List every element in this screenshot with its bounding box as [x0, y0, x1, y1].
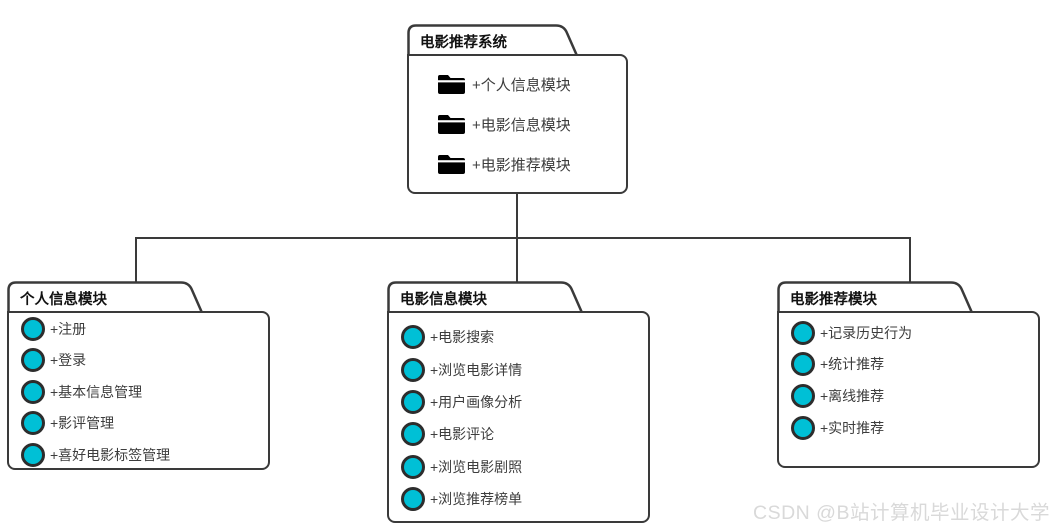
package-title: 个人信息模块 — [20, 292, 107, 308]
item-label: +电影搜索 — [430, 329, 495, 346]
package-item: +电影搜索 — [401, 321, 648, 353]
item-label: +电影信息模块 — [472, 116, 571, 134]
item-label: +用户画像分析 — [430, 393, 523, 410]
package-item: +电影评论 — [401, 418, 648, 450]
circle-icon — [401, 487, 425, 512]
circle-icon — [21, 411, 45, 436]
package-title: 电影推荐模块 — [790, 292, 877, 308]
package-item-list: +注册 +登录 +基本信息管理 +影评管理 +喜好电影标签管理 — [9, 313, 268, 471]
item-label: +基本信息管理 — [50, 383, 143, 400]
folder-icon — [438, 114, 465, 134]
package-item: +个人信息模块 — [438, 64, 626, 104]
package-item: +用户画像分析 — [401, 386, 648, 418]
package-title: 电影推荐系统 — [420, 35, 507, 51]
package-item-list: +电影搜索 +浏览电影详情 +用户画像分析 +电影评论 +浏览电影剧照 +浏览推荐榜单 — [389, 313, 648, 515]
circle-icon — [401, 357, 425, 382]
package-personal-info: 个人信息模块 +注册 +登录 +基本信息管理 +影评管理 +喜好电影标签管理 — [7, 281, 270, 470]
circle-icon — [401, 325, 425, 350]
circle-icon — [401, 389, 425, 414]
package-item: +基本信息管理 — [21, 376, 268, 408]
watermark: CSDN @B站计算机毕业设计大学 — [753, 502, 1050, 524]
package-item-list: +个人信息模块 +电影信息模块 +电影推荐模块 — [409, 56, 626, 184]
package-item: +浏览电影详情 — [401, 353, 648, 385]
package-tab-shape — [7, 281, 205, 315]
item-label: +影评管理 — [50, 415, 115, 432]
package-item: +电影推荐模块 — [438, 144, 626, 184]
item-label: +实时推荐 — [820, 419, 885, 436]
package-movie-recommend: 电影推荐模块 +记录历史行为 +统计推荐 +离线推荐 +实时推荐 — [777, 281, 1040, 468]
circle-icon — [21, 442, 45, 467]
item-label: +离线推荐 — [820, 387, 885, 404]
package-movie-info: 电影信息模块 +电影搜索 +浏览电影详情 +用户画像分析 +电影评论 +浏览电影剧照 +浏… — [387, 281, 650, 523]
package-item: +登录 — [21, 345, 268, 377]
circle-icon — [791, 352, 815, 377]
package-tab-shape — [387, 281, 585, 315]
item-label: +电影评论 — [430, 426, 495, 443]
package-body: +电影搜索 +浏览电影详情 +用户画像分析 +电影评论 +浏览电影剧照 +浏览推荐榜单 — [387, 311, 650, 523]
package-item-list: +记录历史行为 +统计推荐 +离线推荐 +实时推荐 — [779, 313, 1038, 443]
package-item: +离线推荐 — [791, 380, 1038, 412]
item-label: +个人信息模块 — [472, 76, 571, 94]
item-label: +注册 — [50, 320, 87, 337]
item-label: +电影推荐模块 — [472, 156, 571, 174]
item-label: +统计推荐 — [820, 356, 885, 373]
package-item: +浏览推荐榜单 — [401, 483, 648, 515]
package-item: +统计推荐 — [791, 349, 1038, 381]
item-label: +浏览推荐榜单 — [430, 491, 523, 508]
circle-icon — [401, 454, 425, 479]
folder-icon — [438, 74, 465, 94]
item-label: +登录 — [50, 352, 87, 369]
package-item: +注册 — [21, 313, 268, 345]
item-label: +记录历史行为 — [820, 324, 913, 341]
package-tab-shape — [407, 24, 580, 58]
package-body: +个人信息模块 +电影信息模块 +电影推荐模块 — [407, 54, 628, 194]
package-item: +实时推荐 — [791, 412, 1038, 444]
folder-icon — [438, 154, 465, 174]
item-label: +喜好电影标签管理 — [50, 446, 171, 463]
package-tab-shape — [777, 281, 975, 315]
circle-icon — [791, 415, 815, 440]
item-label: +浏览电影详情 — [430, 361, 523, 378]
circle-icon — [791, 320, 815, 345]
circle-icon — [791, 383, 815, 408]
package-body: +注册 +登录 +基本信息管理 +影评管理 +喜好电影标签管理 — [7, 311, 270, 470]
package-root: 电影推荐系统 +个人信息模块 +电影信息模块 +电影推荐模块 — [407, 24, 628, 194]
package-item: +浏览电影剧照 — [401, 451, 648, 483]
package-item: +电影信息模块 — [438, 104, 626, 144]
item-label: +浏览电影剧照 — [430, 458, 523, 475]
package-body: +记录历史行为 +统计推荐 +离线推荐 +实时推荐 — [777, 311, 1040, 468]
circle-icon — [21, 316, 45, 341]
package-title: 电影信息模块 — [400, 292, 487, 308]
package-item: +影评管理 — [21, 408, 268, 440]
package-item: +记录历史行为 — [791, 317, 1038, 349]
circle-icon — [21, 379, 45, 404]
circle-icon — [21, 348, 45, 373]
package-item: +喜好电影标签管理 — [21, 439, 268, 471]
circle-icon — [401, 422, 425, 447]
